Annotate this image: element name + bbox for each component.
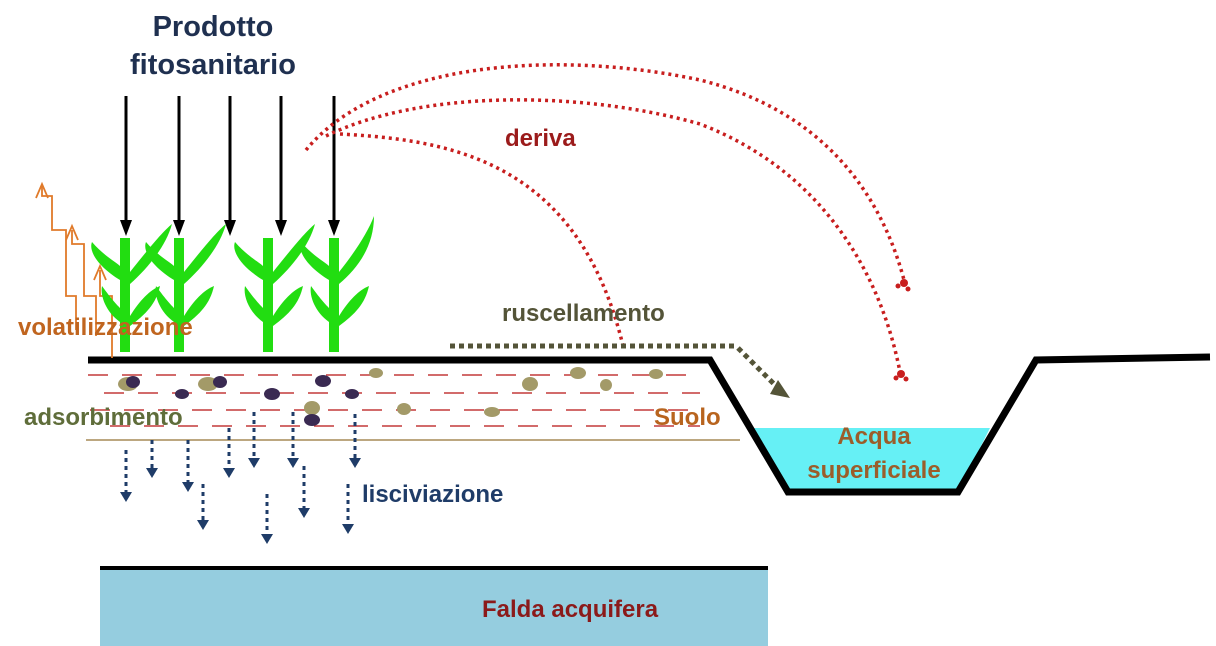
soil-particles	[118, 367, 663, 426]
lisciviazione-label: lisciviazione	[362, 481, 504, 508]
crop-plants	[91, 216, 374, 352]
acqua-line-2: superficiale	[807, 457, 941, 484]
volatilizzazione-label: volatilizzazione	[18, 314, 193, 341]
plant-2	[145, 224, 226, 352]
suolo-label: Suolo	[654, 404, 721, 431]
surface-water	[752, 428, 990, 492]
plant-3	[234, 224, 315, 352]
title-line-2: fitosanitario	[130, 49, 296, 81]
aquifer-block	[100, 568, 768, 646]
runoff-arrow	[450, 343, 780, 390]
deriva-label: deriva	[505, 125, 576, 152]
soil-layer-dashes	[88, 374, 700, 427]
drift-deposits	[893, 279, 911, 382]
acqua-line-1: Acqua	[837, 423, 911, 450]
diagram-title: Prodotto fitosanitario	[130, 8, 296, 84]
adsorbimento-label: adsorbimento	[24, 404, 183, 431]
ground-surface-line	[88, 353, 1211, 496]
ruscellamento-label: ruscellamento	[502, 300, 665, 327]
leaching-arrows	[120, 412, 361, 544]
drift-paths	[304, 63, 906, 373]
spray-arrows	[120, 96, 340, 236]
title-line-1: Prodotto	[152, 11, 274, 43]
plant-4	[300, 216, 374, 352]
acqua-superficiale-label: Acqua superficiale	[784, 420, 964, 488]
falda-acquifera-label: Falda acquifera	[482, 596, 659, 623]
runoff-arrowhead	[770, 380, 790, 398]
